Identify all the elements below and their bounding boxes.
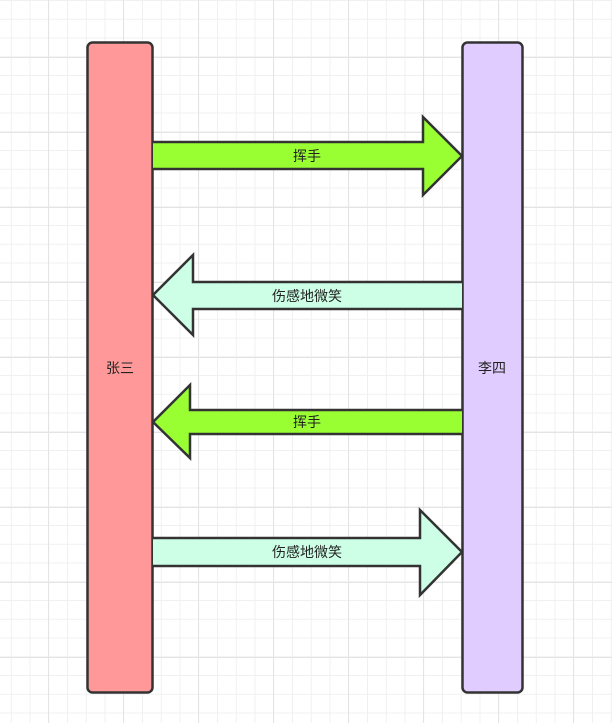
actor-zhangsan-bar[interactable] (86, 41, 154, 694)
message-label: 伤感地微笑 (272, 289, 342, 305)
message-label: 挥手 (293, 149, 321, 165)
actor-zhangsan-label: 张三 (106, 361, 134, 377)
actor-lisi-bar[interactable] (461, 41, 524, 694)
arrow-right-smile[interactable] (153, 506, 464, 599)
arrow-right-wave[interactable] (153, 113, 464, 199)
arrow-left-wave[interactable] (151, 381, 462, 461)
message-label: 伤感地微笑 (272, 545, 342, 561)
actor-lisi-label: 李四 (478, 361, 506, 377)
arrow-left-smile[interactable] (151, 251, 462, 339)
message-label: 挥手 (293, 415, 321, 431)
